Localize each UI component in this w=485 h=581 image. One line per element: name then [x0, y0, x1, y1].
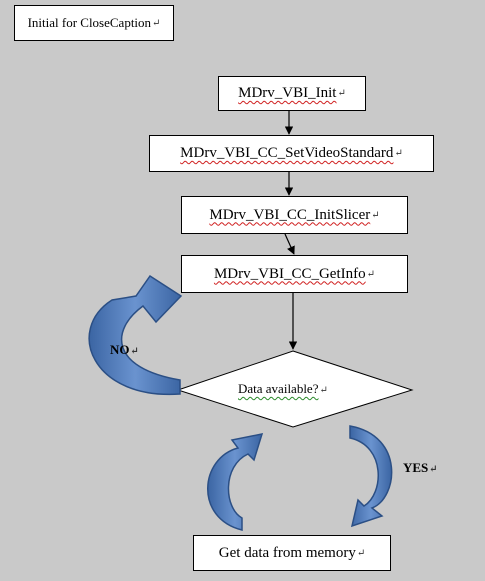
yes-text: YES [403, 460, 429, 475]
paragraph-mark: ↵ [152, 17, 161, 29]
paragraph-mark: ↵ [337, 88, 346, 99]
paragraph-mark: ↵ [130, 345, 139, 357]
return-loop-arrow [207, 433, 264, 531]
step-init-label: MDrv_VBI_Init [238, 85, 337, 101]
title-box: Initial for CloseCaption↵ [14, 5, 174, 41]
paragraph-mark: ↵ [394, 148, 403, 159]
yes-loop-arrow [349, 425, 393, 528]
paragraph-mark: ↵ [371, 209, 380, 221]
no-loop-arrow [88, 274, 183, 395]
arrow-initslicer-to-getinfo [284, 233, 295, 255]
step-get-data-box: Get data from memory↵ [193, 535, 391, 571]
step-init-box: MDrv_VBI_Init↵ [218, 76, 366, 111]
step-set-standard-box: MDrv_VBI_CC_SetVideoStandard↵ [149, 135, 434, 172]
paragraph-mark: ↵ [356, 547, 366, 559]
step-get-info-label: MDrv_VBI_CC_GetInfo [213, 265, 366, 282]
step-get-info-box: MDrv_VBI_CC_GetInfo↵ [181, 255, 408, 293]
yes-branch-label: YES↵ [403, 460, 438, 476]
decision-diamond [176, 350, 414, 428]
step-init-slicer-label: MDrv_VBI_CC_InitSlicer [209, 206, 371, 223]
step-get-data-label: Get data from memory [218, 544, 356, 561]
decision-label: Data available? [238, 381, 319, 396]
title-text: Initial for CloseCaption [27, 15, 152, 30]
no-text: NO [110, 342, 130, 357]
step-init-slicer-box: MDrv_VBI_CC_InitSlicer↵ [181, 196, 408, 234]
paragraph-mark: ↵ [319, 384, 328, 396]
step-set-standard-label: MDrv_VBI_CC_SetVideoStandard [180, 145, 394, 161]
paragraph-mark: ↵ [366, 268, 376, 280]
decision-label-wrap: Data available?↵ [238, 381, 328, 397]
no-branch-label: NO↵ [110, 342, 139, 358]
paragraph-mark: ↵ [429, 463, 438, 475]
